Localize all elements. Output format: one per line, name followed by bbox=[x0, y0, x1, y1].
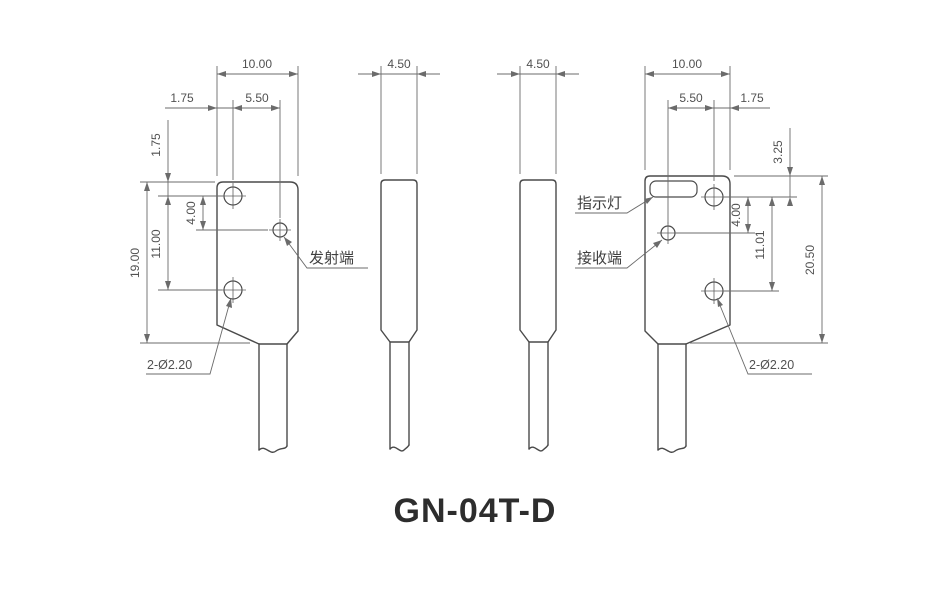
receiver-body-outline bbox=[644, 175, 731, 345]
dim-receiver-height: 20.50 bbox=[803, 245, 817, 275]
label-receiver-mount-holes: 2-Ø2.20 bbox=[749, 358, 794, 372]
side-right-dimension-lines bbox=[497, 66, 579, 174]
dim-emitter-top-offset: 1.75 bbox=[149, 133, 163, 157]
dim-receiver-led-offset: 3.25 bbox=[771, 140, 785, 164]
leader-emitter-port: 发射端 bbox=[283, 236, 368, 269]
label-receiver-port: 接收端 bbox=[577, 249, 622, 267]
dim-receiver-hole-span: 5.50 bbox=[679, 91, 703, 105]
receiver-cable bbox=[657, 343, 687, 453]
leader-receiver-mount-holes: 2-Ø2.20 bbox=[716, 297, 812, 375]
emitter-view: 10.00 1.75 5.50 1.75 4.00 11.00 19.00 发射… bbox=[128, 57, 368, 453]
dim-emitter-hole-spacing: 11.00 bbox=[149, 229, 163, 258]
side-right-cable bbox=[528, 341, 549, 452]
receiver-mount-hole-bottom bbox=[701, 278, 727, 304]
dim-emitter-hole-span: 5.50 bbox=[245, 91, 269, 105]
leader-emitter-mount-holes: 2-Ø2.20 bbox=[146, 297, 232, 375]
receiver-view: 10.00 5.50 1.75 3.25 4.00 11.01 20.50 指示… bbox=[575, 57, 828, 453]
side-view-left: 4.50 bbox=[358, 57, 440, 452]
dim-receiver-hole-spacing: 11.01 bbox=[753, 230, 767, 259]
dim-receiver-offset-right: 1.75 bbox=[740, 91, 764, 105]
label-emitter-mount-holes: 2-Ø2.20 bbox=[147, 358, 192, 372]
emitter-optical-port-hole bbox=[269, 219, 291, 241]
side-view-right: 4.50 bbox=[497, 57, 579, 452]
dim-emitter-offset-left: 1.75 bbox=[170, 91, 194, 105]
emitter-body-outline bbox=[216, 181, 299, 345]
label-emitter-port: 发射端 bbox=[309, 249, 354, 267]
receiver-dimension-lines bbox=[644, 66, 828, 344]
receiver-indicator-led bbox=[649, 180, 698, 198]
emitter-mount-hole-bottom bbox=[220, 277, 246, 303]
receiver-optical-port-hole bbox=[657, 222, 679, 244]
dim-receiver-hole-to-port: 4.00 bbox=[729, 203, 743, 227]
label-receiver-indicator: 指示灯 bbox=[577, 194, 622, 212]
side-right-body-outline bbox=[519, 179, 557, 343]
dim-side-right-width: 4.50 bbox=[526, 57, 550, 71]
dim-side-left-width: 4.50 bbox=[387, 57, 411, 71]
dim-emitter-hole-to-port: 4.00 bbox=[184, 201, 198, 225]
emitter-cable bbox=[258, 343, 288, 453]
leader-receiver-port: 接收端 bbox=[575, 239, 663, 269]
drawing-title: GN-04T-D bbox=[394, 492, 557, 530]
emitter-dimension-lines bbox=[140, 66, 299, 344]
leader-receiver-indicator: 指示灯 bbox=[575, 194, 654, 214]
dim-receiver-width: 10.00 bbox=[672, 57, 702, 71]
side-left-cable bbox=[389, 341, 410, 452]
dim-emitter-width: 10.00 bbox=[242, 57, 272, 71]
dim-emitter-height: 19.00 bbox=[128, 248, 142, 278]
receiver-mount-hole-top bbox=[701, 184, 727, 210]
side-left-body-outline bbox=[380, 179, 418, 343]
side-left-dimension-lines bbox=[358, 66, 440, 174]
